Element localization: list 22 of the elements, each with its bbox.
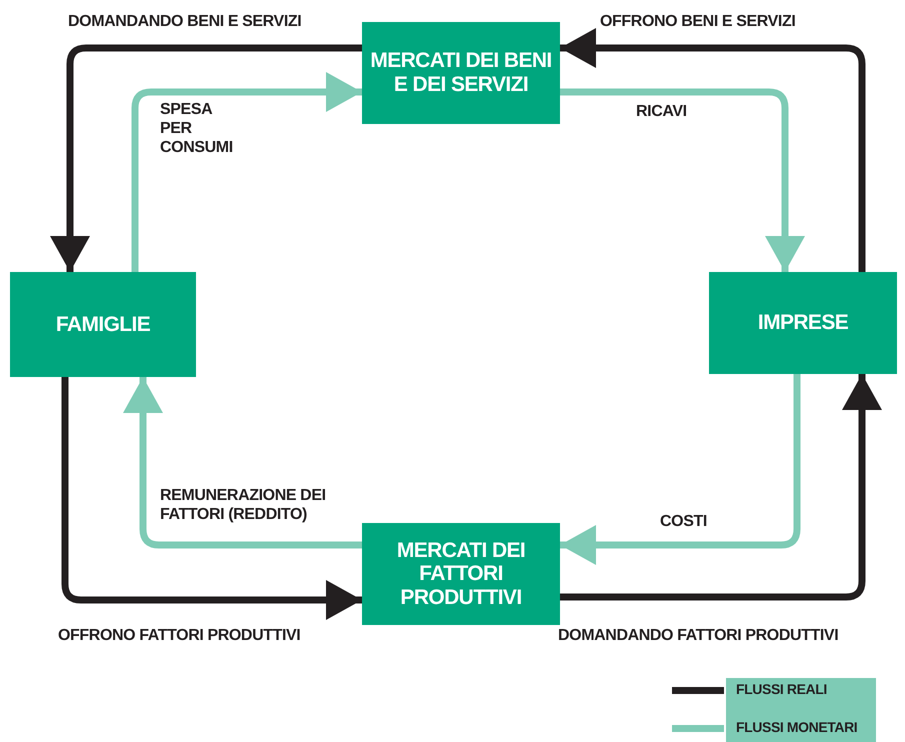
flow-arrow	[560, 374, 800, 565]
edge-label: COSTI	[660, 512, 707, 532]
market-box: MERCATI DEI BENI E DEI SERVIZI	[362, 22, 560, 124]
edge-label: OFFRONO BENI E SERVIZI	[600, 12, 796, 32]
edge-label: DOMANDANDO BENI E SERVIZI	[68, 12, 302, 32]
flow-arrow	[132, 72, 362, 272]
flow-arrow	[50, 44, 362, 272]
edge-label: RICAVI	[636, 102, 687, 122]
flow-arrow	[560, 88, 805, 272]
legend-text: FLUSSI REALI	[736, 681, 827, 697]
flow-arrow	[62, 377, 362, 620]
flow-arrow	[560, 374, 882, 600]
edge-label: SPESA PER CONSUMI	[160, 100, 233, 158]
legend-text: FLUSSI MONETARI	[736, 719, 858, 735]
edge-label: DOMANDANDO FATTORI PRODUTTIVI	[558, 626, 838, 646]
edge-label: REMUNERAZIONE DEI FATTORI (REDDITO)	[160, 486, 327, 524]
flow-arrow	[123, 377, 362, 548]
flow-arrow	[560, 28, 866, 272]
edge-label: OFFRONO FATTORI PRODUTTIVI	[58, 626, 300, 646]
market-box: MERCATI DEI FATTORI PRODUTTIVI	[362, 523, 560, 625]
market-box: IMPRESE	[709, 272, 897, 374]
market-box: FAMIGLIE	[10, 272, 196, 377]
